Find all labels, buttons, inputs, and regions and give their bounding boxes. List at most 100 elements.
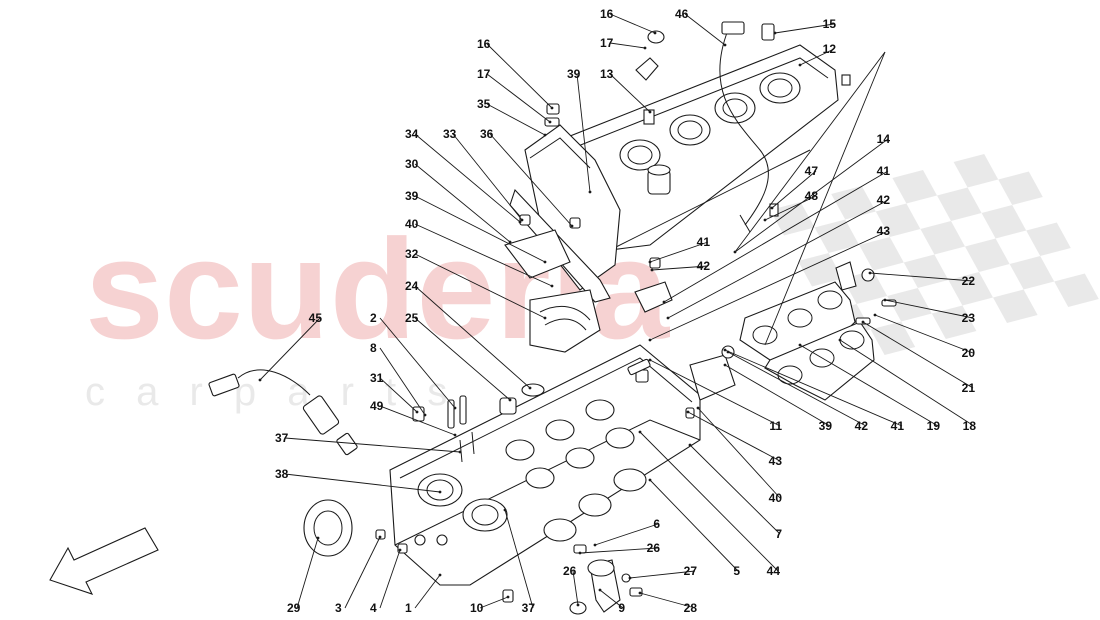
checker-square bbox=[831, 186, 876, 220]
leader-end-c37a bbox=[458, 450, 462, 454]
checker-square bbox=[993, 289, 1038, 323]
callout-label-c5: 5 bbox=[733, 564, 740, 578]
checker-square bbox=[937, 187, 982, 221]
leader-line-c41b bbox=[649, 241, 709, 263]
leader-line-c16b bbox=[486, 43, 553, 109]
leader-end-c27 bbox=[628, 576, 632, 580]
leader-end-c23 bbox=[883, 298, 887, 302]
leader-line-c39a bbox=[576, 73, 591, 193]
leader-line-c24 bbox=[414, 285, 531, 389]
leader-end-c1 bbox=[438, 573, 442, 577]
leader-line-c46 bbox=[684, 13, 726, 46]
leader-line-c19 bbox=[799, 344, 939, 427]
callout-label-c30: 30 bbox=[405, 157, 419, 171]
leader-end-c38 bbox=[438, 490, 442, 494]
callout-label-c10: 10 bbox=[470, 601, 484, 615]
leader-line-c2 bbox=[379, 317, 456, 409]
leader-line-c1 bbox=[414, 574, 441, 609]
callout-label-c17a: 17 bbox=[600, 36, 614, 50]
leader-end-c17b bbox=[548, 120, 552, 124]
leader-end-c28 bbox=[638, 591, 642, 595]
leader-end-c15 bbox=[773, 31, 777, 35]
leader-line-c12 bbox=[799, 48, 835, 66]
leader-end-c3 bbox=[378, 535, 382, 539]
callout-label-c48: 48 bbox=[805, 189, 819, 203]
leader-end-c34 bbox=[518, 220, 522, 224]
callout-label-c20: 20 bbox=[962, 346, 976, 360]
callout-label-c16b: 16 bbox=[477, 37, 491, 51]
cam-bearing-caps bbox=[504, 124, 673, 397]
leader-end-c14 bbox=[733, 250, 737, 254]
leader-line-c34 bbox=[414, 133, 521, 223]
checker-square bbox=[920, 221, 965, 255]
leader-end-c18 bbox=[838, 338, 842, 342]
callout-label-c40b: 40 bbox=[769, 491, 783, 505]
water-outlet bbox=[569, 544, 643, 615]
leader-line-c17b bbox=[486, 73, 551, 123]
leader-end-c31 bbox=[415, 410, 419, 414]
checker-square bbox=[875, 203, 921, 237]
leader-end-c26a bbox=[578, 551, 582, 555]
leader-end-c13 bbox=[648, 110, 652, 114]
leader-end-c41b bbox=[648, 260, 652, 264]
callout-label-c39a: 39 bbox=[567, 67, 581, 81]
leader-line-c11 bbox=[649, 359, 781, 427]
leader-end-c41a bbox=[662, 300, 666, 304]
leader-line-c42c bbox=[727, 351, 867, 427]
leader-end-c46 bbox=[723, 43, 727, 47]
callout-label-c3: 3 bbox=[335, 601, 342, 615]
leader-line-c42a bbox=[667, 199, 889, 319]
leader-line-c26b bbox=[572, 570, 579, 606]
leader-line-c40b bbox=[697, 407, 781, 499]
leader-line-c13 bbox=[609, 73, 651, 113]
callout-label-c29: 29 bbox=[287, 601, 301, 615]
callout-label-c27: 27 bbox=[684, 564, 698, 578]
checker-square bbox=[981, 205, 1027, 239]
leader-end-c24 bbox=[528, 386, 532, 390]
leader-end-c16b bbox=[550, 106, 554, 110]
callout-label-c22: 22 bbox=[962, 274, 976, 288]
leader-end-c22 bbox=[868, 271, 872, 275]
leader-line-c14 bbox=[734, 138, 889, 253]
callout-label-c43a: 43 bbox=[877, 224, 891, 238]
top-small-parts bbox=[544, 21, 851, 233]
leader-end-c26b bbox=[576, 603, 580, 607]
leader-end-c40b bbox=[696, 406, 700, 410]
leader-end-c41c bbox=[723, 348, 727, 352]
reference-lines bbox=[734, 51, 886, 346]
leader-line-c37a bbox=[284, 437, 461, 453]
checker-square bbox=[870, 321, 916, 355]
callout-label-c31: 31 bbox=[370, 371, 384, 385]
checker-square bbox=[965, 238, 1010, 272]
leader-lines bbox=[258, 13, 975, 609]
callout-label-c12: 12 bbox=[823, 42, 837, 56]
callout-label-c1: 1 bbox=[405, 601, 412, 615]
leader-line-c3 bbox=[344, 536, 381, 609]
leader-end-c43b bbox=[686, 410, 690, 414]
callout-label-c35: 35 bbox=[477, 97, 491, 111]
callout-label-c41c: 41 bbox=[891, 419, 905, 433]
checker-square bbox=[814, 219, 860, 253]
leader-end-c42b bbox=[650, 268, 654, 272]
callout-label-c32: 32 bbox=[405, 247, 419, 261]
checker-square bbox=[1026, 222, 1071, 256]
leader-line-c21 bbox=[862, 321, 974, 389]
leader-end-c6 bbox=[593, 543, 597, 547]
checker-square bbox=[931, 305, 977, 339]
callout-label-c34: 34 bbox=[405, 127, 419, 141]
leader-line-c39b bbox=[414, 195, 546, 263]
leader-line-c9 bbox=[599, 589, 624, 609]
leader-line-c43a bbox=[649, 230, 889, 341]
callout-label-c41b: 41 bbox=[697, 235, 711, 249]
callout-label-c11: 11 bbox=[769, 419, 782, 433]
callout-label-c26b: 26 bbox=[563, 564, 577, 578]
callout-label-c9: 9 bbox=[618, 601, 625, 615]
callout-label-c42b: 42 bbox=[697, 259, 711, 273]
leader-line-c20 bbox=[874, 314, 974, 354]
leader-line-c7 bbox=[689, 444, 781, 535]
leader-line-c8 bbox=[379, 347, 426, 416]
callout-label-c39c: 39 bbox=[819, 419, 833, 433]
leader-line-c16a bbox=[609, 13, 656, 34]
direction-arrow bbox=[49, 527, 159, 595]
